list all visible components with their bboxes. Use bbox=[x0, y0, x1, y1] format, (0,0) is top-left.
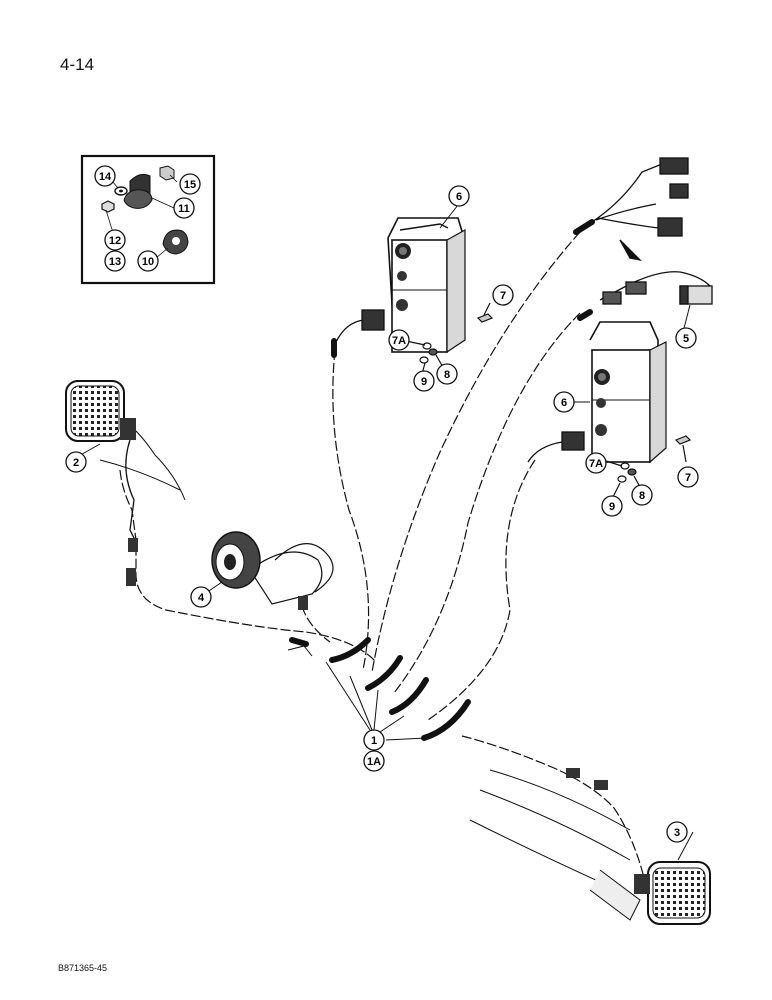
callout-13: 13 bbox=[109, 256, 121, 268]
callout-1A: 1A bbox=[367, 756, 381, 768]
callout-1-leaders bbox=[67, 204, 694, 861]
callout-6-lower: 6 bbox=[561, 397, 567, 409]
document-code: B871365-45 bbox=[58, 963, 108, 973]
callout-9-upper: 9 bbox=[421, 376, 427, 388]
callout-6-upper: 6 bbox=[456, 191, 462, 203]
callout-1: 1 bbox=[371, 735, 377, 747]
callout-4: 4 bbox=[198, 592, 205, 604]
module-pigtails bbox=[335, 309, 585, 463]
callout-7-lower: 7 bbox=[685, 472, 691, 484]
callout-3: 3 bbox=[674, 827, 680, 839]
right-rear-lamp bbox=[469, 768, 711, 925]
callout-5: 5 bbox=[683, 333, 689, 345]
left-rear-lamp bbox=[65, 380, 186, 586]
callouts bbox=[65, 165, 699, 843]
hardware-lower bbox=[605, 435, 692, 498]
callout-7A-lower: 7A bbox=[589, 458, 603, 470]
harness-sleeves bbox=[289, 219, 595, 741]
callout-7A-upper: 7A bbox=[392, 335, 406, 347]
callout-12: 12 bbox=[109, 235, 121, 247]
callout-labels: 14 15 11 12 13 10 6 7 7A 8 9 5 6 7A 8 9 … bbox=[73, 171, 691, 839]
callout-15: 15 bbox=[184, 179, 196, 191]
callout-8-upper: 8 bbox=[444, 369, 450, 381]
callout-9-lower: 9 bbox=[609, 501, 615, 513]
hardware-inset bbox=[80, 154, 216, 285]
callout-11: 11 bbox=[178, 203, 190, 215]
flasher-module-lower bbox=[589, 321, 667, 464]
horn bbox=[211, 531, 334, 657]
switch-connector-5 bbox=[599, 271, 713, 305]
callout-10: 10 bbox=[142, 256, 154, 268]
wire-harness bbox=[119, 231, 645, 879]
callout-8-lower: 8 bbox=[639, 490, 645, 502]
callout-14: 14 bbox=[99, 171, 112, 183]
top-right-connectors bbox=[591, 157, 689, 262]
callout-2: 2 bbox=[73, 457, 79, 469]
callout-7-upper: 7 bbox=[500, 290, 506, 302]
page-number: 4-14 bbox=[60, 55, 95, 74]
